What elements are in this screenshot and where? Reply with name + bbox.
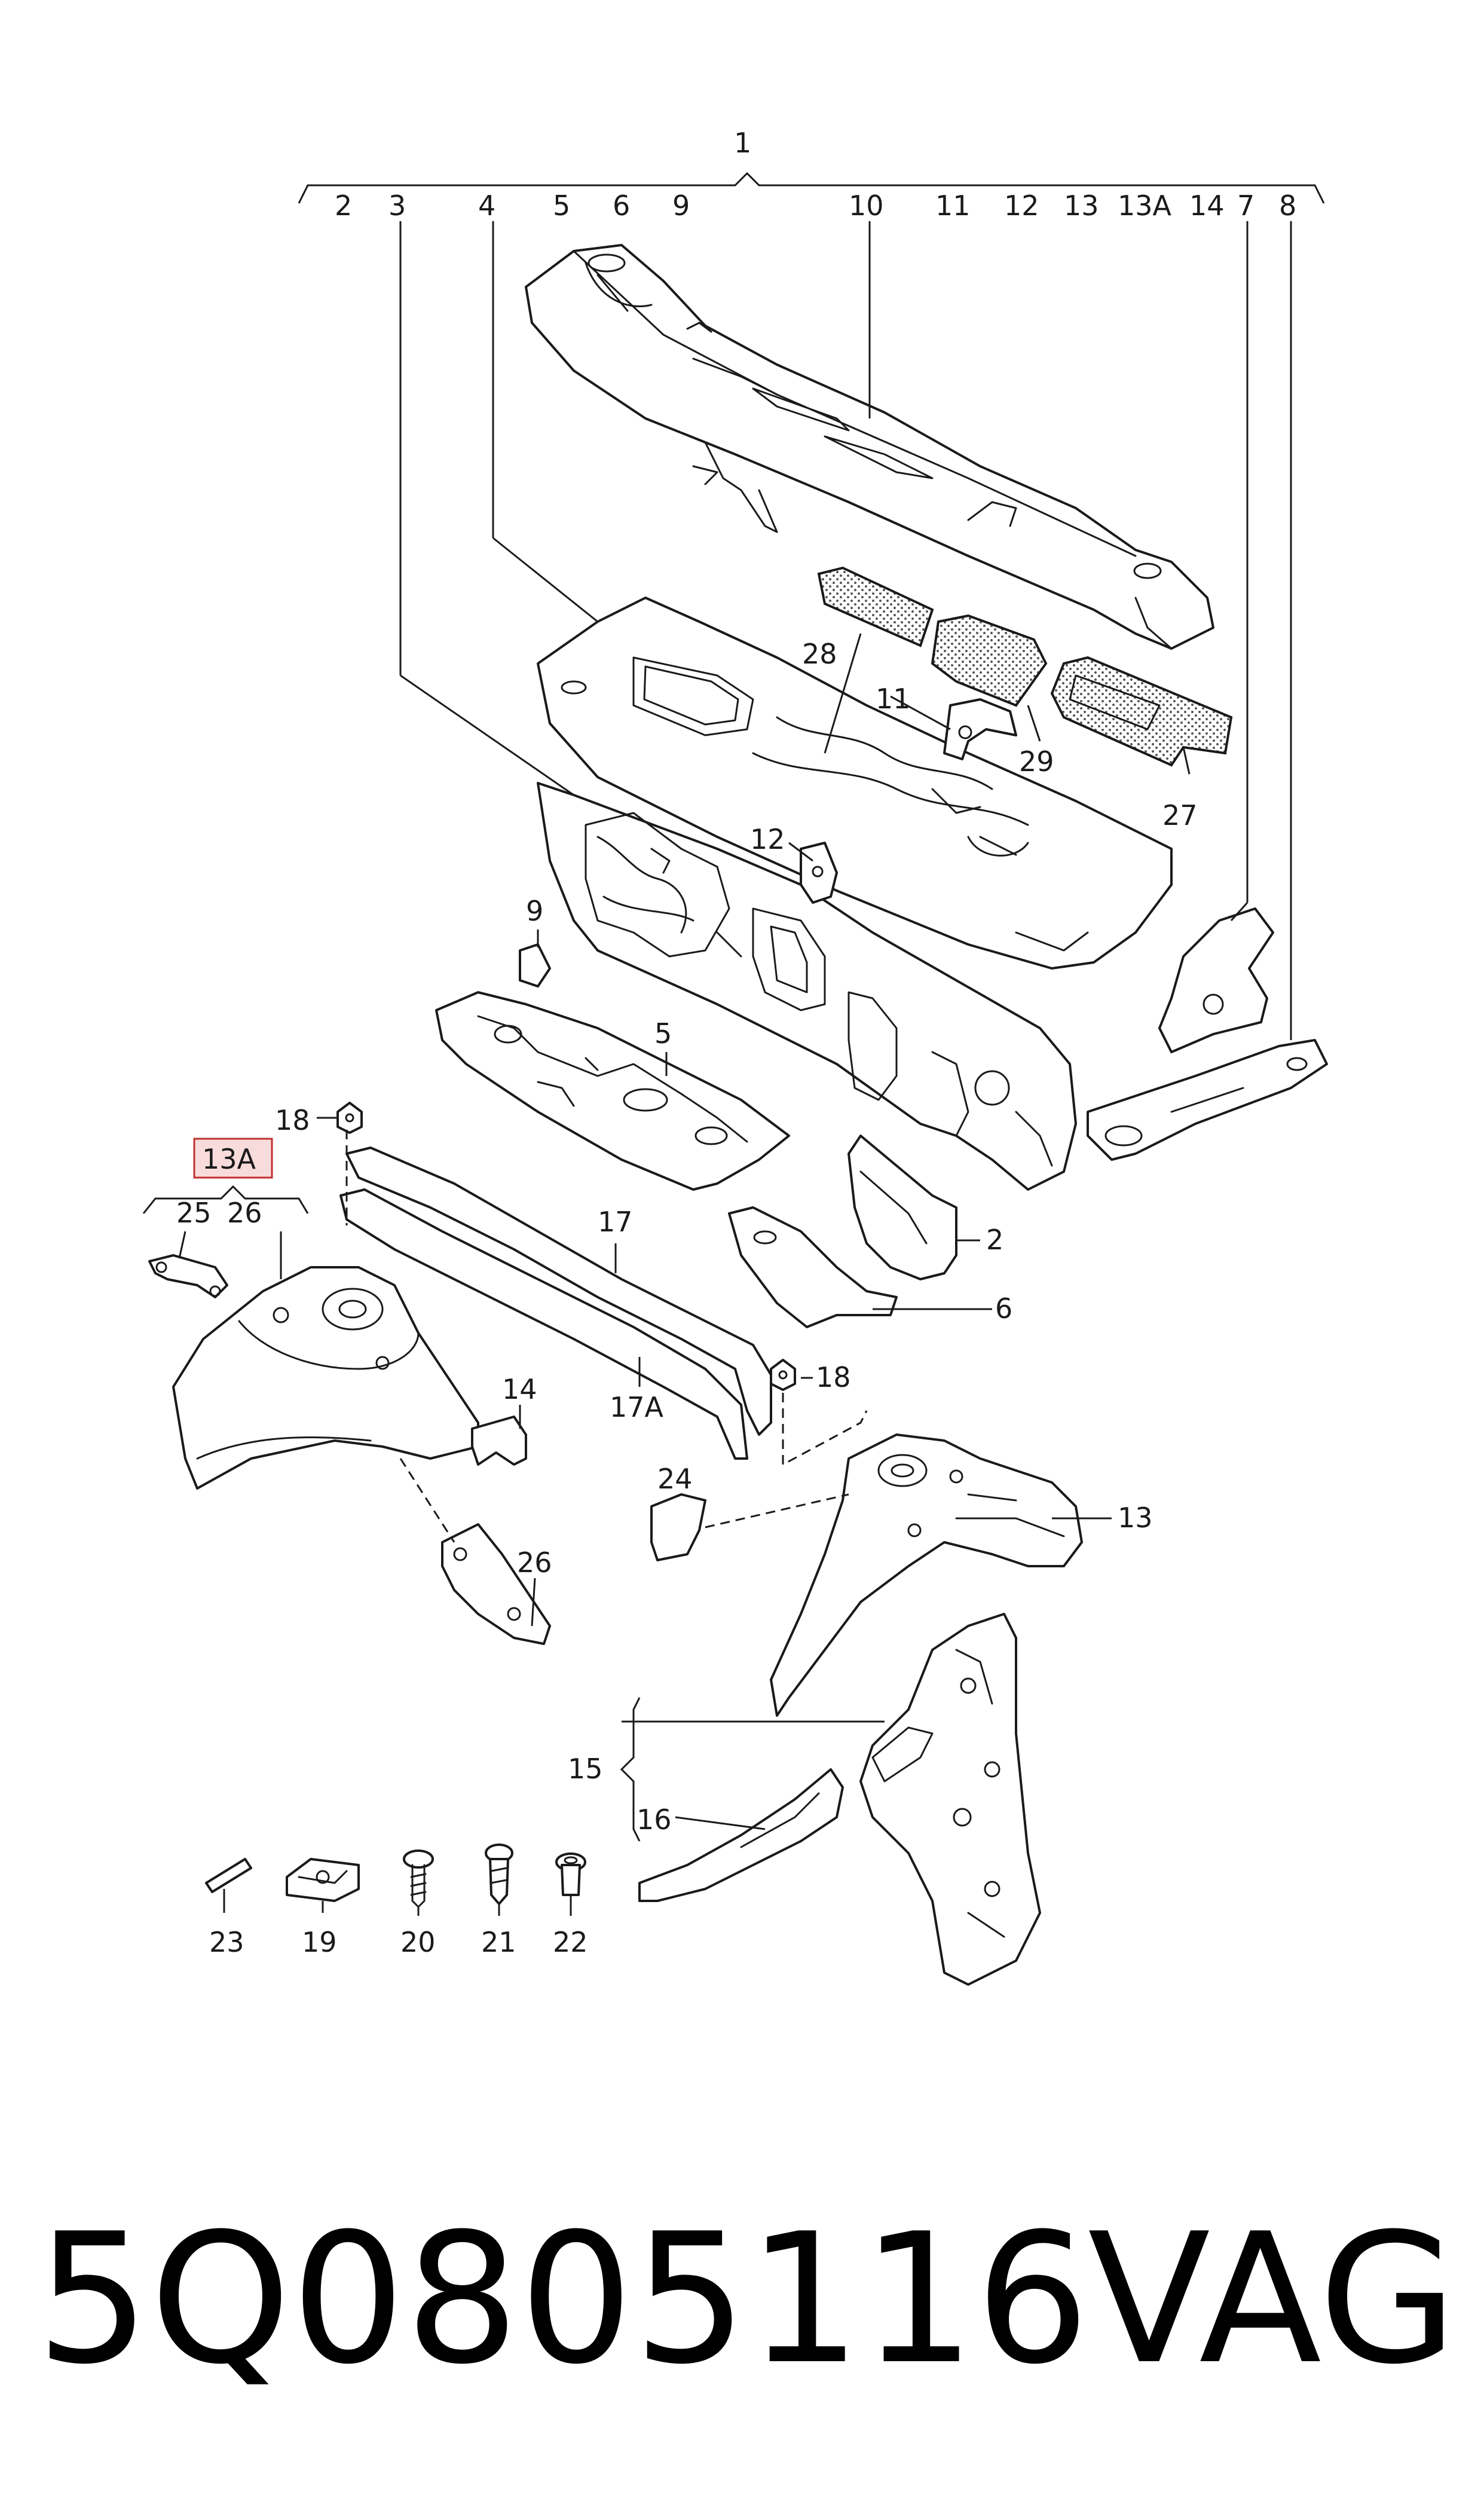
part-8-cross-member (1087, 1039, 1328, 1161)
label-7-top: 7 (1237, 189, 1254, 222)
label-28: 28 (802, 638, 837, 670)
label-15: 15 (568, 1753, 603, 1785)
part-9-bracket (519, 943, 551, 988)
part-15-wheel-arch (859, 1613, 1041, 1986)
fastener-22 (555, 1852, 586, 1896)
fastener-21 (485, 1844, 513, 1905)
label-4-top: 4 (478, 189, 495, 222)
fastener-18-mid (770, 1359, 796, 1391)
part-4-plenum-tray (537, 597, 1173, 970)
label-13: 13 (1118, 1502, 1153, 1534)
label-8-top: 8 (1279, 189, 1296, 222)
label-6: 6 (995, 1292, 1012, 1325)
part-number-caption: 5Q0805116 (36, 2195, 1090, 2404)
part-17-rail (339, 1147, 772, 1460)
label-18-mid: 18 (816, 1361, 851, 1393)
label-13-top: 13 (1064, 189, 1099, 222)
part-7-bracket (1158, 907, 1274, 1053)
group-13a: 13A 25 26 (142, 1138, 309, 1229)
label-17: 17 (598, 1206, 633, 1238)
label-3-top: 3 (388, 189, 406, 222)
label-6-top: 6 (613, 189, 630, 222)
label-22: 22 (553, 1926, 588, 1958)
part-5-cross-member (435, 991, 790, 1191)
leader-lines (178, 221, 1292, 1916)
part-13a-strut-tower (172, 1266, 479, 1490)
part-13-strut-tower (770, 1433, 1083, 1717)
label-5: 5 (654, 1017, 672, 1050)
brand-caption: VAG (1088, 2195, 1457, 2404)
label-9-top: 9 (672, 189, 690, 222)
label-2: 2 (986, 1224, 1003, 1256)
label-10-top: 10 (849, 189, 884, 222)
label-11: 11 (876, 683, 911, 715)
part-28-29-27-pads (817, 566, 1233, 767)
label-12-top: 12 (1004, 189, 1039, 222)
label-26-bracket: 26 (227, 1197, 262, 1229)
group-bracket-1: 1 2 3 4 5 6 9 10 11 12 13 13A 14 7 8 (298, 127, 1325, 222)
label-14-top: 14 (1189, 189, 1225, 222)
label-9: 9 (526, 895, 543, 927)
label-27: 27 (1162, 799, 1198, 831)
fastener-18-top (336, 1102, 363, 1134)
label-5-top: 5 (553, 189, 570, 222)
part-6-bracket (728, 1206, 898, 1328)
label-24: 24 (657, 1463, 693, 1495)
part-14-bracket (471, 1416, 527, 1466)
label-29: 29 (1019, 745, 1054, 778)
label-25: 25 (176, 1197, 212, 1229)
label-23: 23 (209, 1926, 244, 1958)
label-1: 1 (734, 127, 751, 159)
label-18-top: 18 (275, 1104, 310, 1136)
label-16: 16 (637, 1803, 672, 1836)
part-2-side-panel (847, 1135, 957, 1280)
fastener-20 (403, 1849, 434, 1908)
part-16-wheel-arch (638, 1768, 844, 1902)
part-labels: 28 11 29 27 12 9 5 18 2 6 17 17A 18 14 2… (209, 638, 1198, 1958)
label-20: 20 (400, 1926, 436, 1958)
fastener-23 (205, 1858, 252, 1893)
part-26-bracket (441, 1523, 551, 1645)
label-14: 14 (502, 1373, 537, 1405)
label-19: 19 (302, 1926, 337, 1958)
label-11-top: 11 (935, 189, 971, 222)
part-11-bracket (943, 698, 1017, 760)
label-13a-highlight (193, 1138, 273, 1179)
part-24-bracket (650, 1493, 706, 1561)
part-25-bracket (148, 1254, 228, 1298)
label-21: 21 (481, 1926, 516, 1958)
label-26: 26 (517, 1546, 552, 1579)
label-12: 12 (750, 823, 785, 855)
label-17a: 17A (610, 1391, 664, 1423)
label-13a-highlighted: 13A (202, 1143, 256, 1175)
label-2-top: 2 (335, 189, 352, 222)
part-10-cowl-panel (525, 244, 1214, 650)
fastener-19 (286, 1858, 360, 1902)
label-13a-top: 13A (1118, 189, 1172, 222)
